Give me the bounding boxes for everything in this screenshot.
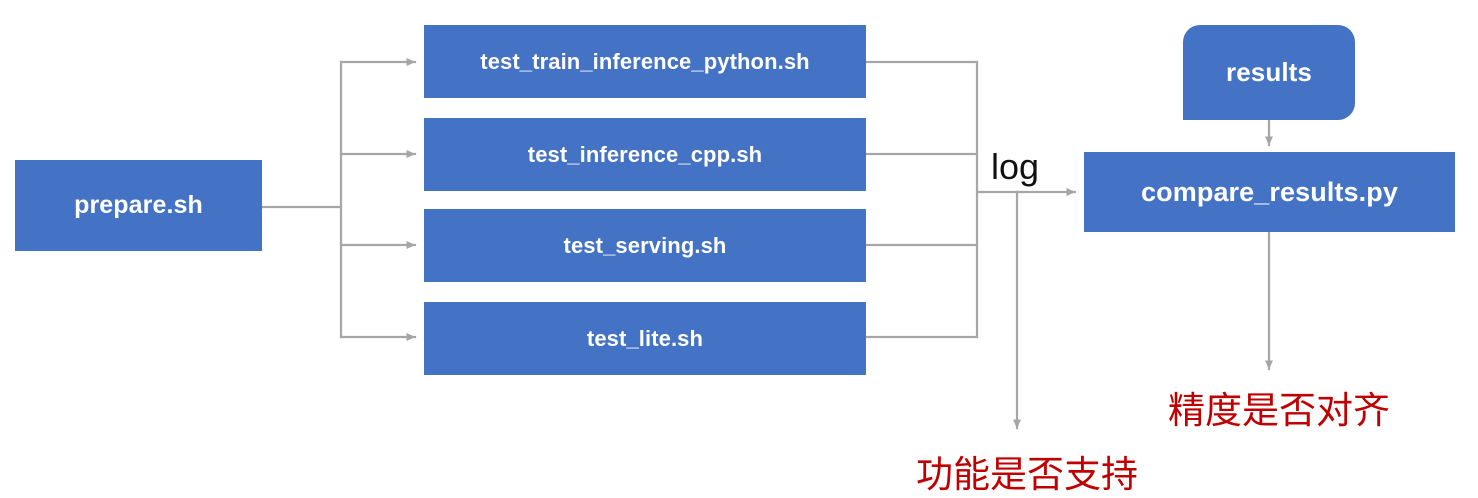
edge-label-log: log [991,146,1040,187]
node-results[interactable]: results [1183,25,1355,120]
node-test-train-inference-python-sh[interactable]: test_train_inference_python.sh [424,25,866,98]
node-compare-results-py[interactable]: compare_results.py [1084,152,1455,232]
node-test-inference-cpp-sh[interactable]: test_inference_cpp.sh [424,118,866,191]
node-test-serving-sh[interactable]: test_serving.sh [424,209,866,282]
node-prepare-sh[interactable]: prepare.sh [15,160,262,251]
annotation-precision-aligned: 精度是否对齐 [1168,389,1390,432]
node-test-lite-sh[interactable]: test_lite.sh [424,302,866,375]
annotation-feature-support: 功能是否支持 [916,453,1138,496]
